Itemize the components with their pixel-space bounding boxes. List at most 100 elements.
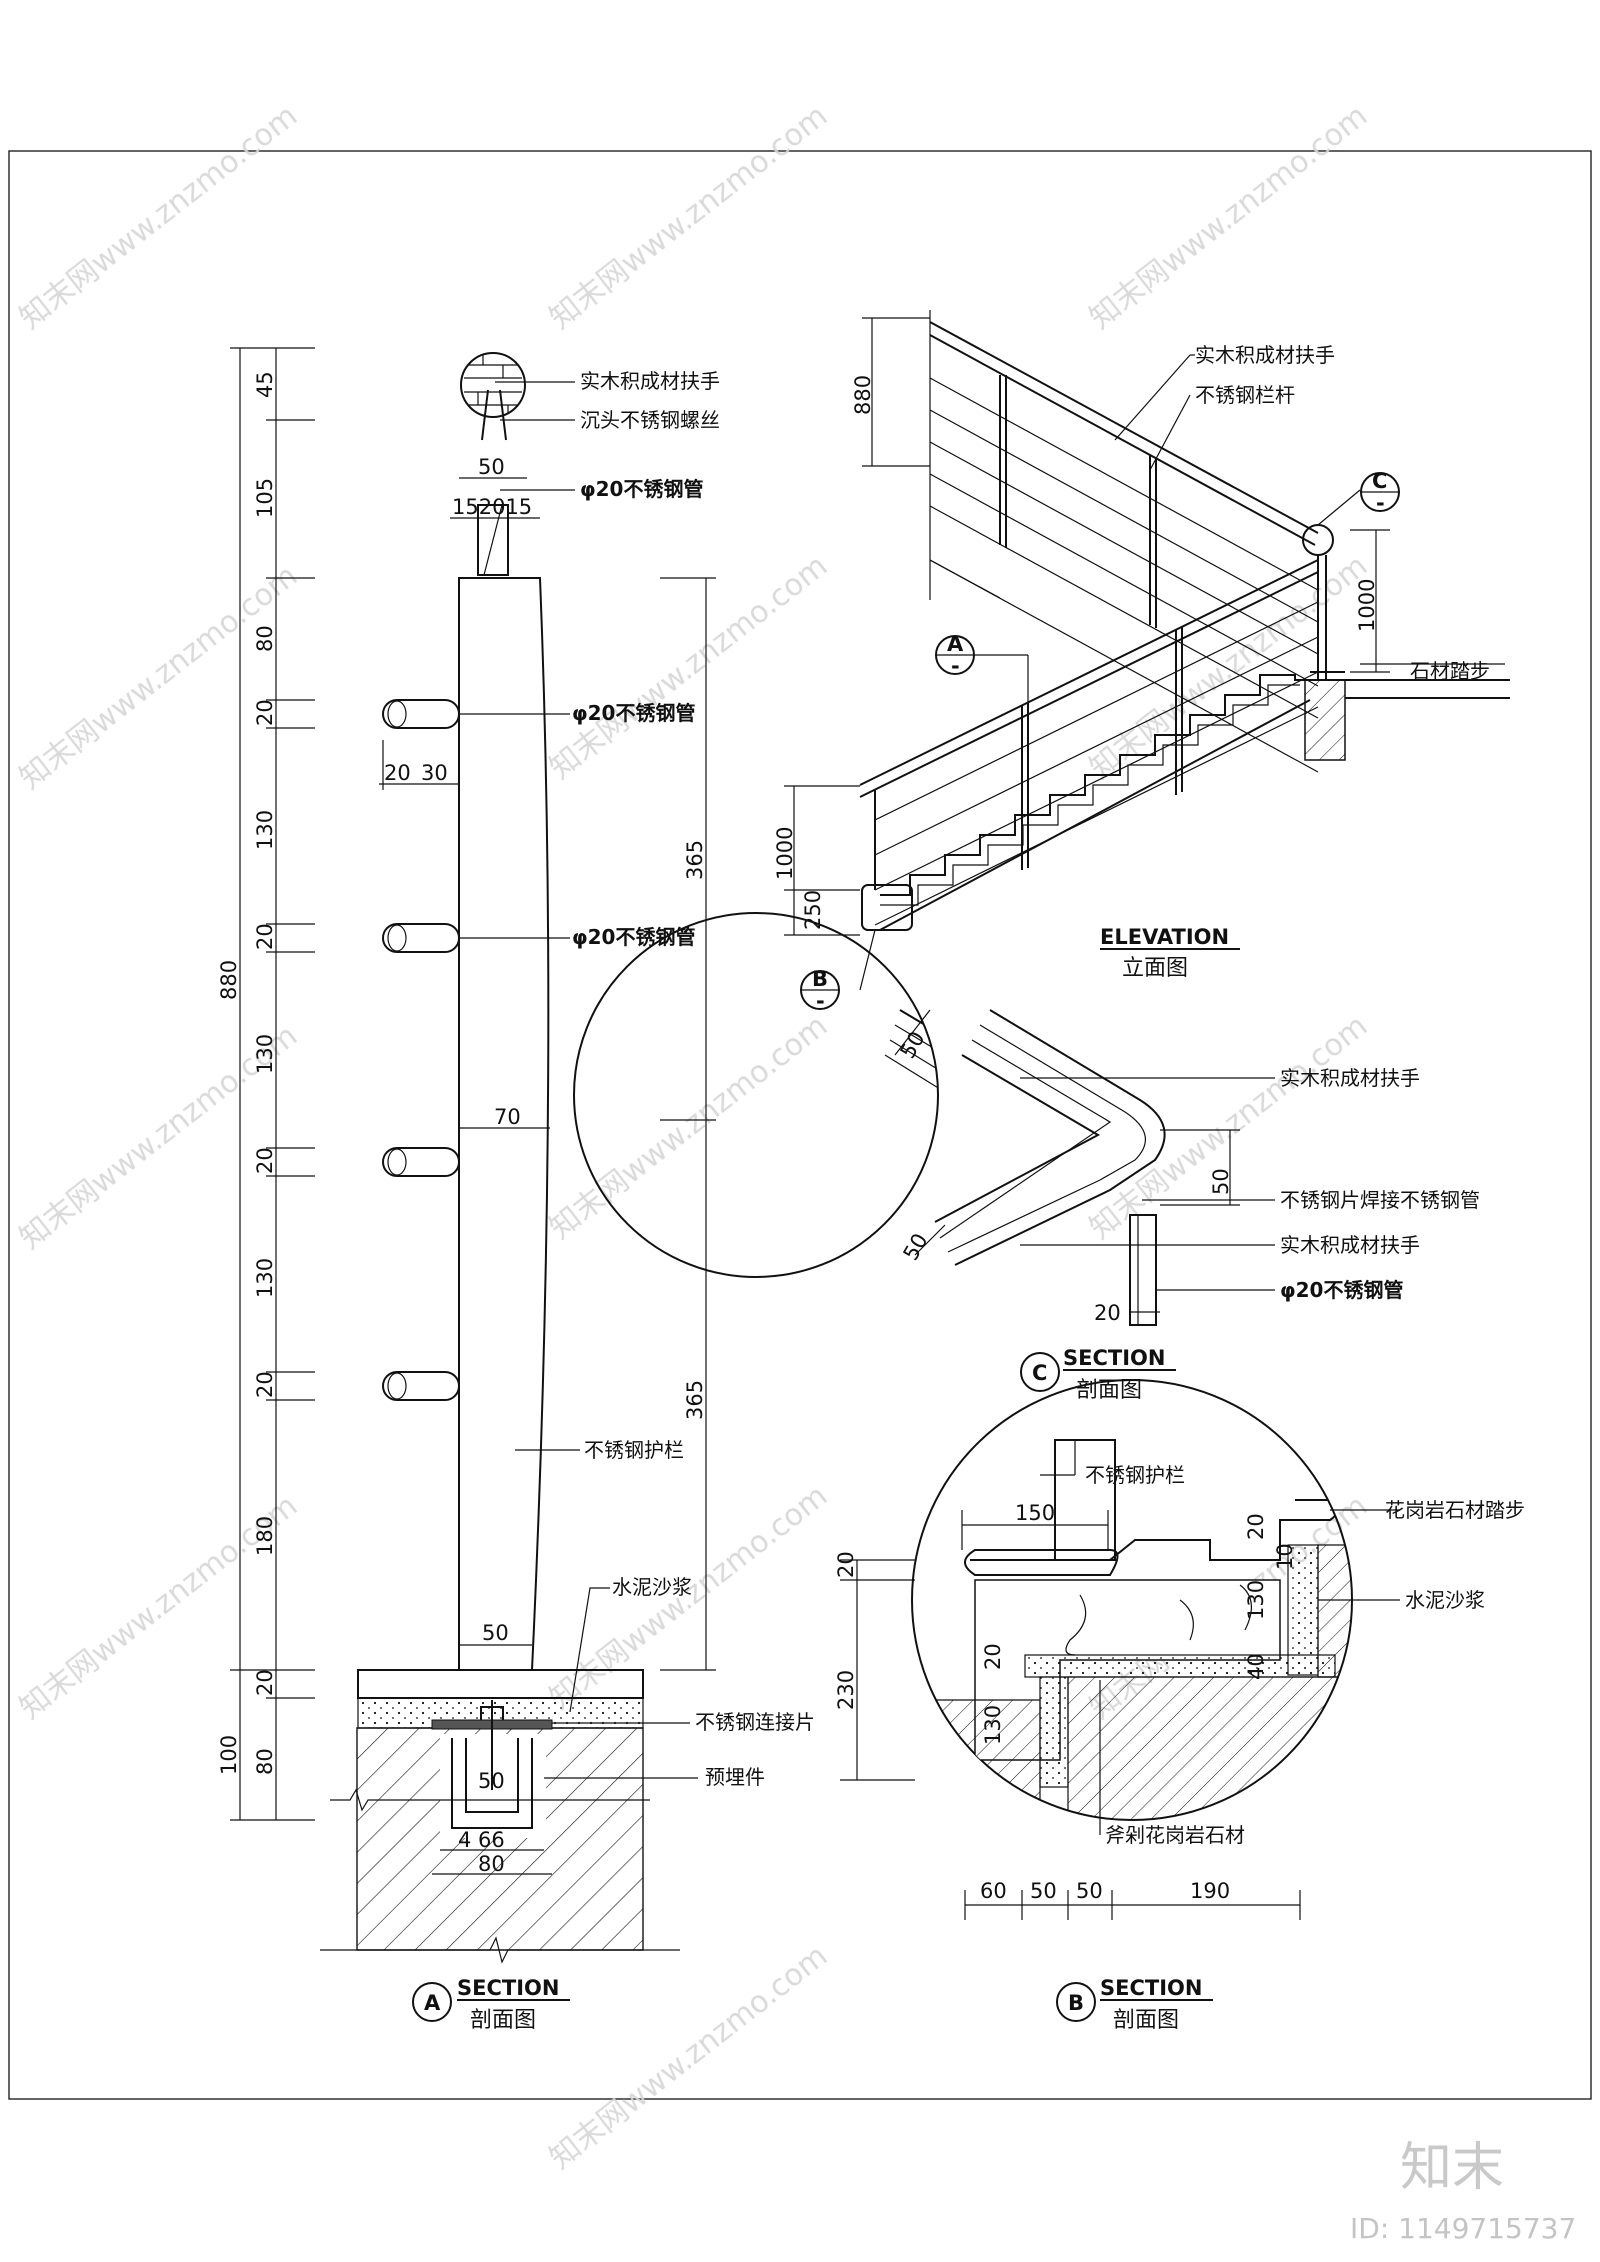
stainless-post — [458, 577, 550, 1671]
c-label-pipe: φ20不锈钢管 — [1280, 1278, 1403, 1302]
section-b-title-cn: 剖面图 — [1113, 2008, 1179, 2033]
section-a-title-en: SECTION — [457, 1976, 559, 2000]
section-a-marker-letter: A — [424, 1991, 441, 2015]
dim-365-upper: 365 — [683, 840, 707, 880]
watermark-text: 知末网www.znzmo.com — [543, 98, 834, 336]
elevation-title-en: ELEVATION — [1100, 925, 1229, 949]
b-label-rail: 不锈钢护栏 — [1085, 1463, 1185, 1487]
marker-c-letter: C — [1372, 469, 1387, 493]
left-dimension-chain — [230, 347, 315, 1821]
marker-a-dash: - — [951, 654, 960, 678]
dim-80: 80 — [253, 1748, 277, 1775]
label-screw: 沉头不锈钢螺丝 — [580, 408, 720, 432]
c-dim-50-bottom: 50 — [899, 1229, 933, 1264]
b-dim-40-r: 40 — [1244, 1653, 1268, 1680]
b-dim-190: 190 — [1190, 1879, 1230, 1903]
b-dim-20-left: 20 — [834, 1551, 858, 1578]
dim-20: 20 — [253, 699, 277, 726]
brand-logo: 知末 — [1400, 2138, 1504, 2198]
pipe-stubs — [382, 699, 460, 1401]
sheet-border — [8, 150, 1592, 2100]
label-pipe-2: φ20不锈钢管 — [572, 925, 695, 949]
dim-880-overall: 880 — [217, 960, 241, 1000]
c-dim-20: 20 — [1094, 1301, 1121, 1325]
dim-130: 130 — [253, 810, 277, 850]
c-dim-50-right: 50 — [1209, 1168, 1233, 1195]
watermark-text: 知末网www.znzmo.com — [543, 1938, 834, 2176]
c-label-handrail-bottom: 实木积成材扶手 — [1280, 1233, 1420, 1257]
dim-365-lower: 365 — [683, 1380, 707, 1420]
b-dim-50a: 50 — [1030, 1879, 1057, 1903]
dim-50-embed: 50 — [478, 1769, 505, 1793]
dim-130: 130 — [253, 1258, 277, 1298]
elev-dim-1000-right: 1000 — [1355, 579, 1379, 632]
watermark-text: 知末网www.znzmo.com — [1083, 98, 1374, 336]
label-post: 不锈钢护栏 — [584, 1438, 684, 1462]
dim-80: 80 — [253, 625, 277, 652]
marker-b-letter: B — [812, 967, 828, 991]
dim-130: 130 — [253, 1034, 277, 1074]
dim-50-top: 50 — [478, 455, 505, 479]
b-label-mortar: 水泥沙浆 — [1405, 1588, 1485, 1612]
elev-dim-1000-left: 1000 — [773, 827, 797, 880]
b-dim-50b: 50 — [1076, 1879, 1103, 1903]
label-handrail: 实木积成材扶手 — [580, 369, 720, 393]
section-marker-a — [412, 1982, 452, 2022]
b-label-chiseled: 斧剁花岗岩石材 — [1105, 1823, 1245, 1847]
dim-66-embed: 4 66 — [458, 1828, 505, 1852]
b-dim-20-l: 20 — [981, 1643, 1005, 1670]
elev-label-rail: 不锈钢栏杆 — [1195, 383, 1295, 407]
marker-c-dash: - — [1376, 491, 1385, 515]
dim-80-embed: 80 — [478, 1852, 505, 1876]
b-dim-60: 60 — [980, 1879, 1007, 1903]
elevation-drawing — [784, 310, 1510, 991]
section-b-title-en: SECTION — [1100, 1976, 1202, 2000]
marker-a-letter: A — [947, 632, 964, 656]
label-mortar: 水泥沙浆 — [612, 1575, 692, 1599]
label-pipe-top: φ20不锈钢管 — [580, 477, 703, 501]
c-dim-50-top: 50 — [896, 1027, 930, 1062]
label-pipe-1: φ20不锈钢管 — [572, 701, 695, 725]
b-dim-130-r: 130 — [1244, 1580, 1268, 1620]
label-plate: 不锈钢连接片 — [695, 1710, 815, 1734]
b-dim-130-l: 130 — [981, 1705, 1005, 1745]
watermark-text: 知末网www.znzmo.com — [543, 548, 834, 786]
b-dim-230: 230 — [834, 1670, 858, 1710]
dim-20: 20 — [253, 1669, 277, 1696]
c-label-handrail-top: 实木积成材扶手 — [1280, 1066, 1420, 1090]
watermark-text: 知末网www.znzmo.com — [13, 558, 304, 796]
watermark-text: 知末网www.znzmo.com — [543, 1008, 834, 1246]
section-b-marker-letter: B — [1068, 1991, 1084, 2015]
section-a-drawing: 45 105 80 20 130 20 130 20 130 20 180 20… — [217, 347, 716, 1964]
dim-20-pipe: 20 — [384, 761, 411, 785]
dim-50-base: 50 — [482, 1621, 509, 1645]
dim-20: 20 — [253, 1147, 277, 1174]
dim-100-base: 100 — [217, 1735, 241, 1775]
elev-label-tread: 石材踏步 — [1410, 659, 1490, 683]
section-marker-b — [1056, 1982, 1096, 2022]
section-a-title-cn: 剖面图 — [470, 2008, 536, 2033]
section-marker-c — [1020, 1352, 1060, 1392]
elev-dim-250: 250 — [801, 890, 825, 930]
elevation-title-cn: 立面图 — [1122, 956, 1188, 981]
b-dim-10-r: 10 — [1273, 1543, 1297, 1570]
dim-105: 105 — [253, 478, 277, 518]
b-dim-20-r: 20 — [1244, 1513, 1268, 1540]
dim-45: 45 — [253, 371, 277, 398]
elev-dim-880: 880 — [851, 375, 875, 415]
dim-20: 20 — [253, 923, 277, 950]
section-c-drawing — [573, 912, 1275, 1326]
elev-label-handrail: 实木积成材扶手 — [1195, 343, 1335, 367]
label-embed: 预埋件 — [705, 1765, 765, 1789]
section-c-title-en: SECTION — [1063, 1346, 1165, 1370]
dim-180: 180 — [253, 1516, 277, 1556]
dim-152015: 152015 — [452, 495, 532, 519]
c-label-weld: 不锈钢片焊接不锈钢管 — [1280, 1188, 1480, 1212]
dim-20: 20 — [253, 1371, 277, 1398]
dim-30-pipe: 30 — [421, 761, 448, 785]
watermark-text: 知末网www.znzmo.com — [13, 98, 304, 336]
image-id: ID: 1149715737 — [1350, 2212, 1576, 2245]
section-c-marker-letter: C — [1032, 1361, 1047, 1385]
dim-70: 70 — [494, 1105, 521, 1129]
